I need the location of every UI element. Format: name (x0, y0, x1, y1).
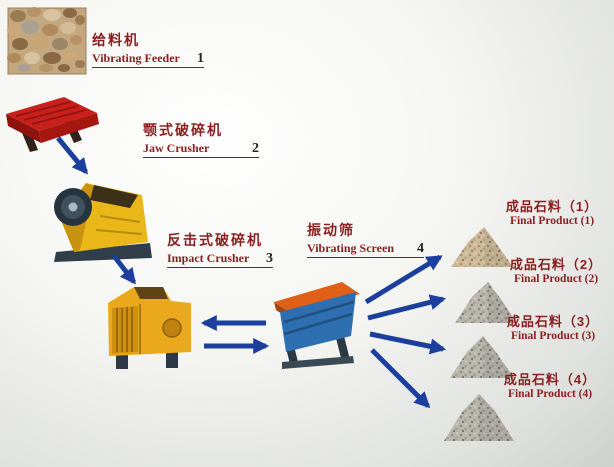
final-product-4-zh: 成品石料（4） (503, 372, 597, 387)
final-product-1-zh: 成品石料（1） (505, 199, 599, 214)
final-product-3-zh: 成品石料（3） (506, 314, 600, 329)
flow-arrow-feeder-to-jaw (56, 136, 89, 175)
vibrating-feeder-en-label: Vibrating Feeder (92, 51, 180, 65)
impact-crusher-illustration (108, 287, 191, 369)
impact-crusher-en-row: Impact Crusher 3 (167, 251, 273, 268)
flow-arrow-screen-to-product2 (367, 294, 447, 321)
product-pile-4 (444, 394, 514, 441)
label-final-product-2: 成品石料（2） Final Product (2) (498, 254, 614, 285)
final-product-2-zh: 成品石料（2） (509, 257, 603, 272)
label-impact-crusher: 反击式破碎机 Impact Crusher 3 (167, 230, 273, 268)
final-product-2-en: Final Product (2) (513, 273, 599, 285)
vibrating-screen-en-label: Vibrating Screen (307, 241, 394, 255)
flow-arrow-jaw-to-impact (112, 254, 136, 285)
vibrating-screen-zh-label: 振动筛 (307, 222, 355, 238)
vibrating-feeder-en-row: Vibrating Feeder 1 (92, 51, 204, 68)
product-pile-3 (450, 336, 514, 378)
jaw-crusher-en-row: Jaw Crusher 2 (143, 141, 259, 158)
step-number-1: 1 (197, 51, 204, 66)
vibrating-screen-en-row: Vibrating Screen 4 (307, 241, 424, 258)
raw-material-photo (7, 7, 87, 75)
label-jaw-crusher: 颚式破碎机 Jaw Crusher 2 (143, 120, 259, 158)
label-final-product-4: 成品石料（4） Final Product (4) (492, 369, 608, 400)
vibrating-screen-illustration (274, 282, 360, 369)
flow-arrow-screen-to-product4 (370, 348, 431, 409)
final-product-4-en: Final Product (4) (507, 388, 593, 400)
label-vibrating-feeder: 给料机 Vibrating Feeder 1 (92, 30, 204, 68)
step-number-3: 3 (266, 251, 273, 266)
label-vibrating-screen: 振动筛 Vibrating Screen 4 (307, 220, 424, 258)
vibrating-feeder-zh-label: 给料机 (92, 32, 140, 48)
product-pile-2 (455, 282, 517, 323)
vibrating-feeder-illustration (6, 97, 99, 152)
flow-arrow-screen-to-product1 (364, 254, 443, 305)
jaw-crusher-zh-label: 颚式破碎机 (143, 122, 223, 138)
product-pile-1 (451, 227, 513, 267)
flow-arrow-screen-to-product3 (369, 331, 447, 355)
final-product-3-en: Final Product (3) (510, 330, 596, 342)
step-number-4: 4 (417, 241, 424, 256)
label-final-product-1: 成品石料（1） Final Product (1) (494, 196, 610, 227)
final-product-1-en: Final Product (1) (509, 215, 595, 227)
jaw-crusher-en-label: Jaw Crusher (143, 141, 210, 155)
impact-crusher-zh-label: 反击式破碎机 (167, 232, 263, 248)
impact-crusher-en-label: Impact Crusher (167, 251, 250, 265)
label-final-product-3: 成品石料（3） Final Product (3) (495, 311, 611, 342)
step-number-2: 2 (252, 141, 259, 156)
jaw-crusher-illustration (54, 183, 152, 262)
